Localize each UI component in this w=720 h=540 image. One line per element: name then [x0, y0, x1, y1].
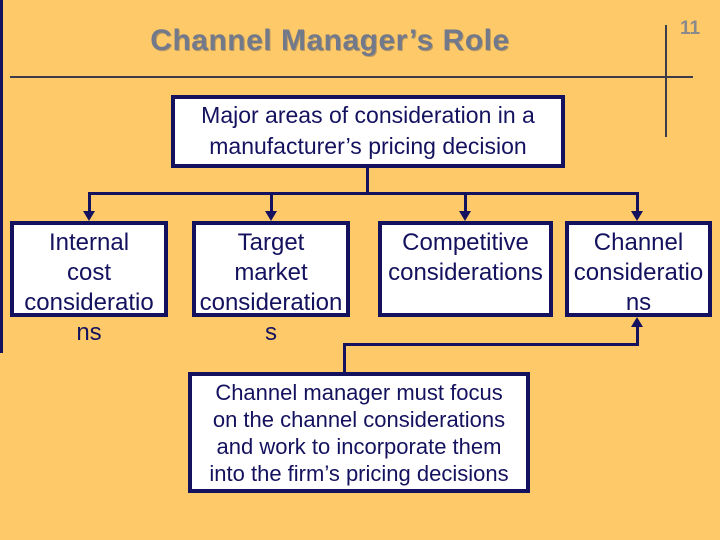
page-number-rule — [665, 25, 667, 137]
bottom-box-line-3: and work to incorporate them — [216, 434, 502, 459]
bottom-box-line-2: on the channel considerations — [212, 407, 506, 432]
arrow-up-icon — [631, 317, 643, 327]
connector-drop-2 — [270, 192, 273, 212]
top-box-line-1: Major areas of consideration in a — [201, 102, 535, 128]
box-target-line-2: market — [234, 259, 308, 286]
box-internal-line-2: cost — [66, 259, 111, 286]
elbow-vertical-from-bottom-box — [343, 343, 346, 372]
box-internal-line-4-overflow: ns — [76, 319, 102, 346]
arrow-down-icon-4 — [631, 211, 643, 221]
box-internal-cost-considerations: Internal cost consideratio ns — [10, 221, 168, 346]
connector-drop-1 — [88, 192, 91, 212]
box-competitive-line-2: considerations — [388, 259, 543, 286]
left-edge-line — [0, 0, 3, 353]
box-channel-line-1: Channel — [593, 229, 684, 256]
box-internal-line-1: Internal — [48, 229, 130, 256]
box-target-line-3: consideration — [199, 289, 343, 316]
arrow-down-icon-1 — [83, 211, 95, 221]
bottom-box-line-4: into the firm’s pricing decisions — [209, 461, 509, 486]
box-competitive-considerations: Competitive considerations — [378, 221, 553, 317]
box-competitive-line-1: Competitive — [402, 229, 529, 256]
page-number: 11 — [680, 18, 701, 39]
box-target-market-considerations: Target market consideration s — [192, 221, 350, 346]
connector-rail — [88, 192, 639, 195]
box-internal-line-3: consideratio — [24, 289, 154, 316]
arrow-down-icon-2 — [265, 211, 277, 221]
page-title: Channel Manager’s Role — [150, 24, 510, 57]
box-channel-line-3: ns — [625, 289, 652, 316]
title-underline — [10, 76, 693, 78]
box-channel-line-2: consideratio — [573, 259, 704, 286]
bottom-box-line-1: Channel manager must focus — [215, 380, 503, 405]
top-box: Major areas of consideration in a manufa… — [171, 95, 565, 168]
bottom-note-box: Channel manager must focus on the channe… — [188, 372, 530, 493]
elbow-horizontal — [343, 343, 639, 346]
box-target-line-1: Target — [237, 229, 305, 256]
connector-top-stem — [366, 168, 369, 192]
box-target-line-4-overflow: s — [265, 319, 277, 346]
elbow-vertical-to-channel-box — [636, 326, 639, 346]
connector-drop-3 — [464, 192, 467, 212]
connector-drop-4 — [636, 192, 639, 212]
top-box-line-2: manufacturer’s pricing decision — [209, 133, 527, 159]
arrow-down-icon-3 — [459, 211, 471, 221]
box-channel-considerations: Channel consideratio ns — [565, 221, 712, 317]
